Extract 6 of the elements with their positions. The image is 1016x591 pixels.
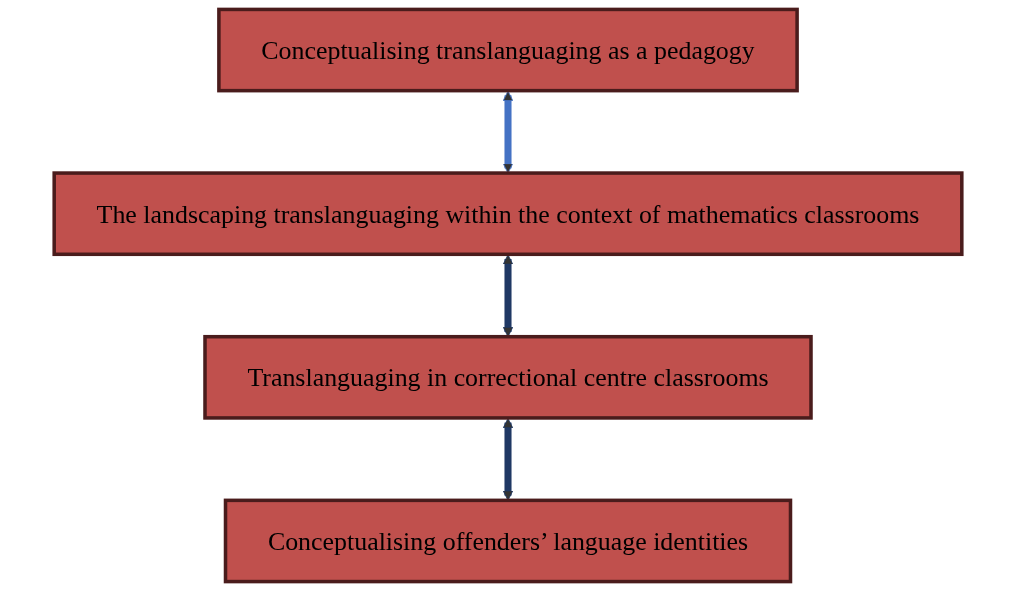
node-box: Translanguaging in correctional centre classrooms (203, 334, 813, 420)
node-box: Conceptualising translanguaging as a pedagogy (217, 7, 799, 93)
arrow (502, 90, 514, 174)
node-box: The landscaping translanguaging within the context of mathematics classrooms (52, 171, 964, 257)
node-box: Conceptualising offenders’ language identities (223, 498, 793, 584)
arrow (502, 417, 514, 501)
